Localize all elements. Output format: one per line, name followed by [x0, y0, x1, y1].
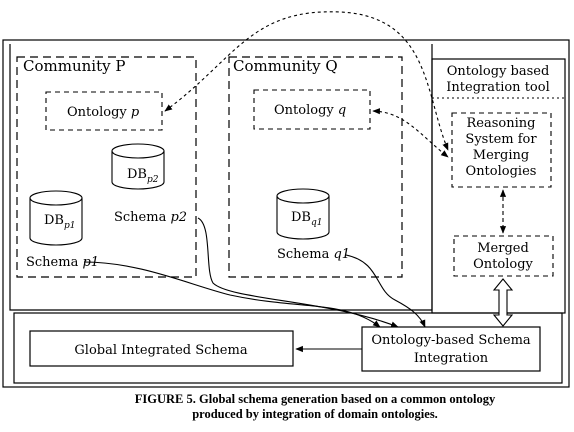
ontology-q-label: Ontology q [274, 103, 346, 118]
outer-frame [2, 39, 570, 388]
db-q1-label: DBq1 [291, 210, 322, 228]
integration-line2: Integration [414, 351, 489, 366]
schema-p1-link [83, 261, 381, 328]
db-p2-cylinder [111, 143, 165, 190]
schema-q1-label: Schema q1 [277, 247, 350, 262]
caption-line2: produced by integration of domain ontolo… [192, 407, 438, 421]
global-schema-label: Global Integrated Schema [74, 343, 247, 358]
reasoning-line4: Ontologies [466, 164, 537, 179]
lower-region-border [13, 312, 563, 384]
merged-ontology-box [453, 235, 554, 277]
schema-p2-link [197, 217, 399, 328]
upper-region-border [9, 44, 433, 311]
community-q-title: Community Q [233, 57, 338, 75]
db-q1-cylinder [276, 188, 330, 240]
ontology-p-label: Ontology p [67, 105, 140, 120]
ontology-p-box [45, 91, 163, 131]
merged-line1: Merged [477, 241, 529, 256]
schema-p2-label: Schema p2 [114, 210, 187, 225]
community-q-box [228, 56, 403, 278]
schema-q1-link [345, 254, 426, 328]
db-p1-cylinder [29, 190, 83, 246]
merged-integration-double-arrow [492, 278, 514, 327]
caption-line1: FIGURE 5. Global schema generation based… [135, 392, 496, 406]
community-p-box [16, 56, 197, 278]
reasoning-line2: System for [465, 132, 537, 147]
db-p1-label: DBp1 [44, 213, 75, 231]
reasoning-line3: Merging [473, 148, 529, 163]
tool-title-line1: Ontology based [447, 64, 550, 79]
schema-integration-box [361, 326, 541, 372]
ontology-q-merge-link [372, 108, 449, 158]
community-p-title: Community P [23, 57, 125, 75]
db-p2-label: DBp2 [127, 167, 159, 185]
integration-line1: Ontology-based Schema [371, 333, 531, 348]
reasoning-line1: Reasoning [467, 116, 536, 131]
reasoning-system-box [451, 112, 552, 188]
global-schema-box [29, 330, 294, 367]
merged-line2: Ontology [473, 257, 533, 272]
tool-title-line2: Integration tool [446, 80, 549, 95]
